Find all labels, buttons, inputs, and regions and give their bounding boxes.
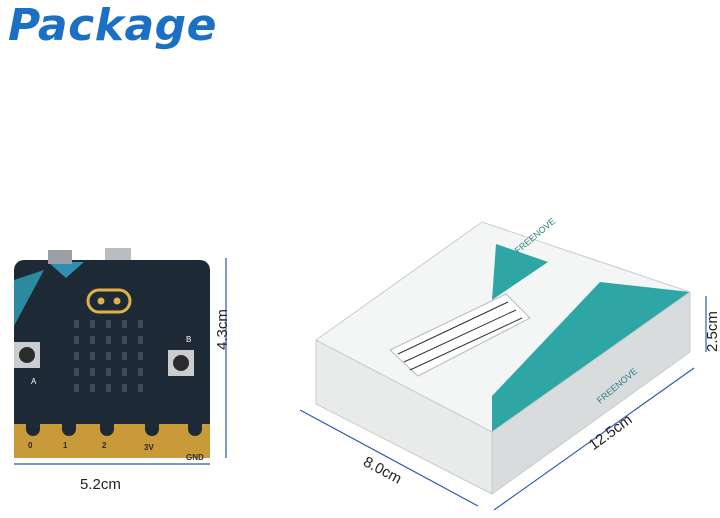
microbit-board: A B 0 1 2 3V GND	[14, 248, 210, 462]
board-height-label: 4.3cm	[214, 309, 231, 350]
button-b	[168, 350, 194, 376]
button-a-label: A	[31, 377, 37, 386]
pin-label-2: 2	[102, 441, 107, 450]
box-dimension-lines	[299, 296, 707, 511]
button-b-label: B	[186, 335, 191, 344]
touch-logo	[86, 288, 132, 314]
box-height-label: 2.5cm	[704, 311, 720, 352]
pin-label-3v: 3V	[144, 443, 154, 452]
page-title: Package	[8, 0, 217, 51]
pin-label-gnd: GND	[186, 453, 204, 462]
led-matrix	[74, 320, 143, 392]
pin-label-0: 0	[28, 441, 33, 450]
pin-label-1: 1	[63, 441, 68, 450]
usb-connector	[105, 248, 131, 260]
button-a	[14, 342, 40, 368]
product-label	[389, 293, 531, 377]
package-box: FREENOVE FREENOVE	[315, 216, 691, 495]
board-dimension-lines	[14, 258, 227, 465]
battery-connector	[48, 250, 72, 264]
edge-connector-pads	[26, 412, 202, 436]
board-width-label: 5.2cm	[80, 476, 121, 493]
